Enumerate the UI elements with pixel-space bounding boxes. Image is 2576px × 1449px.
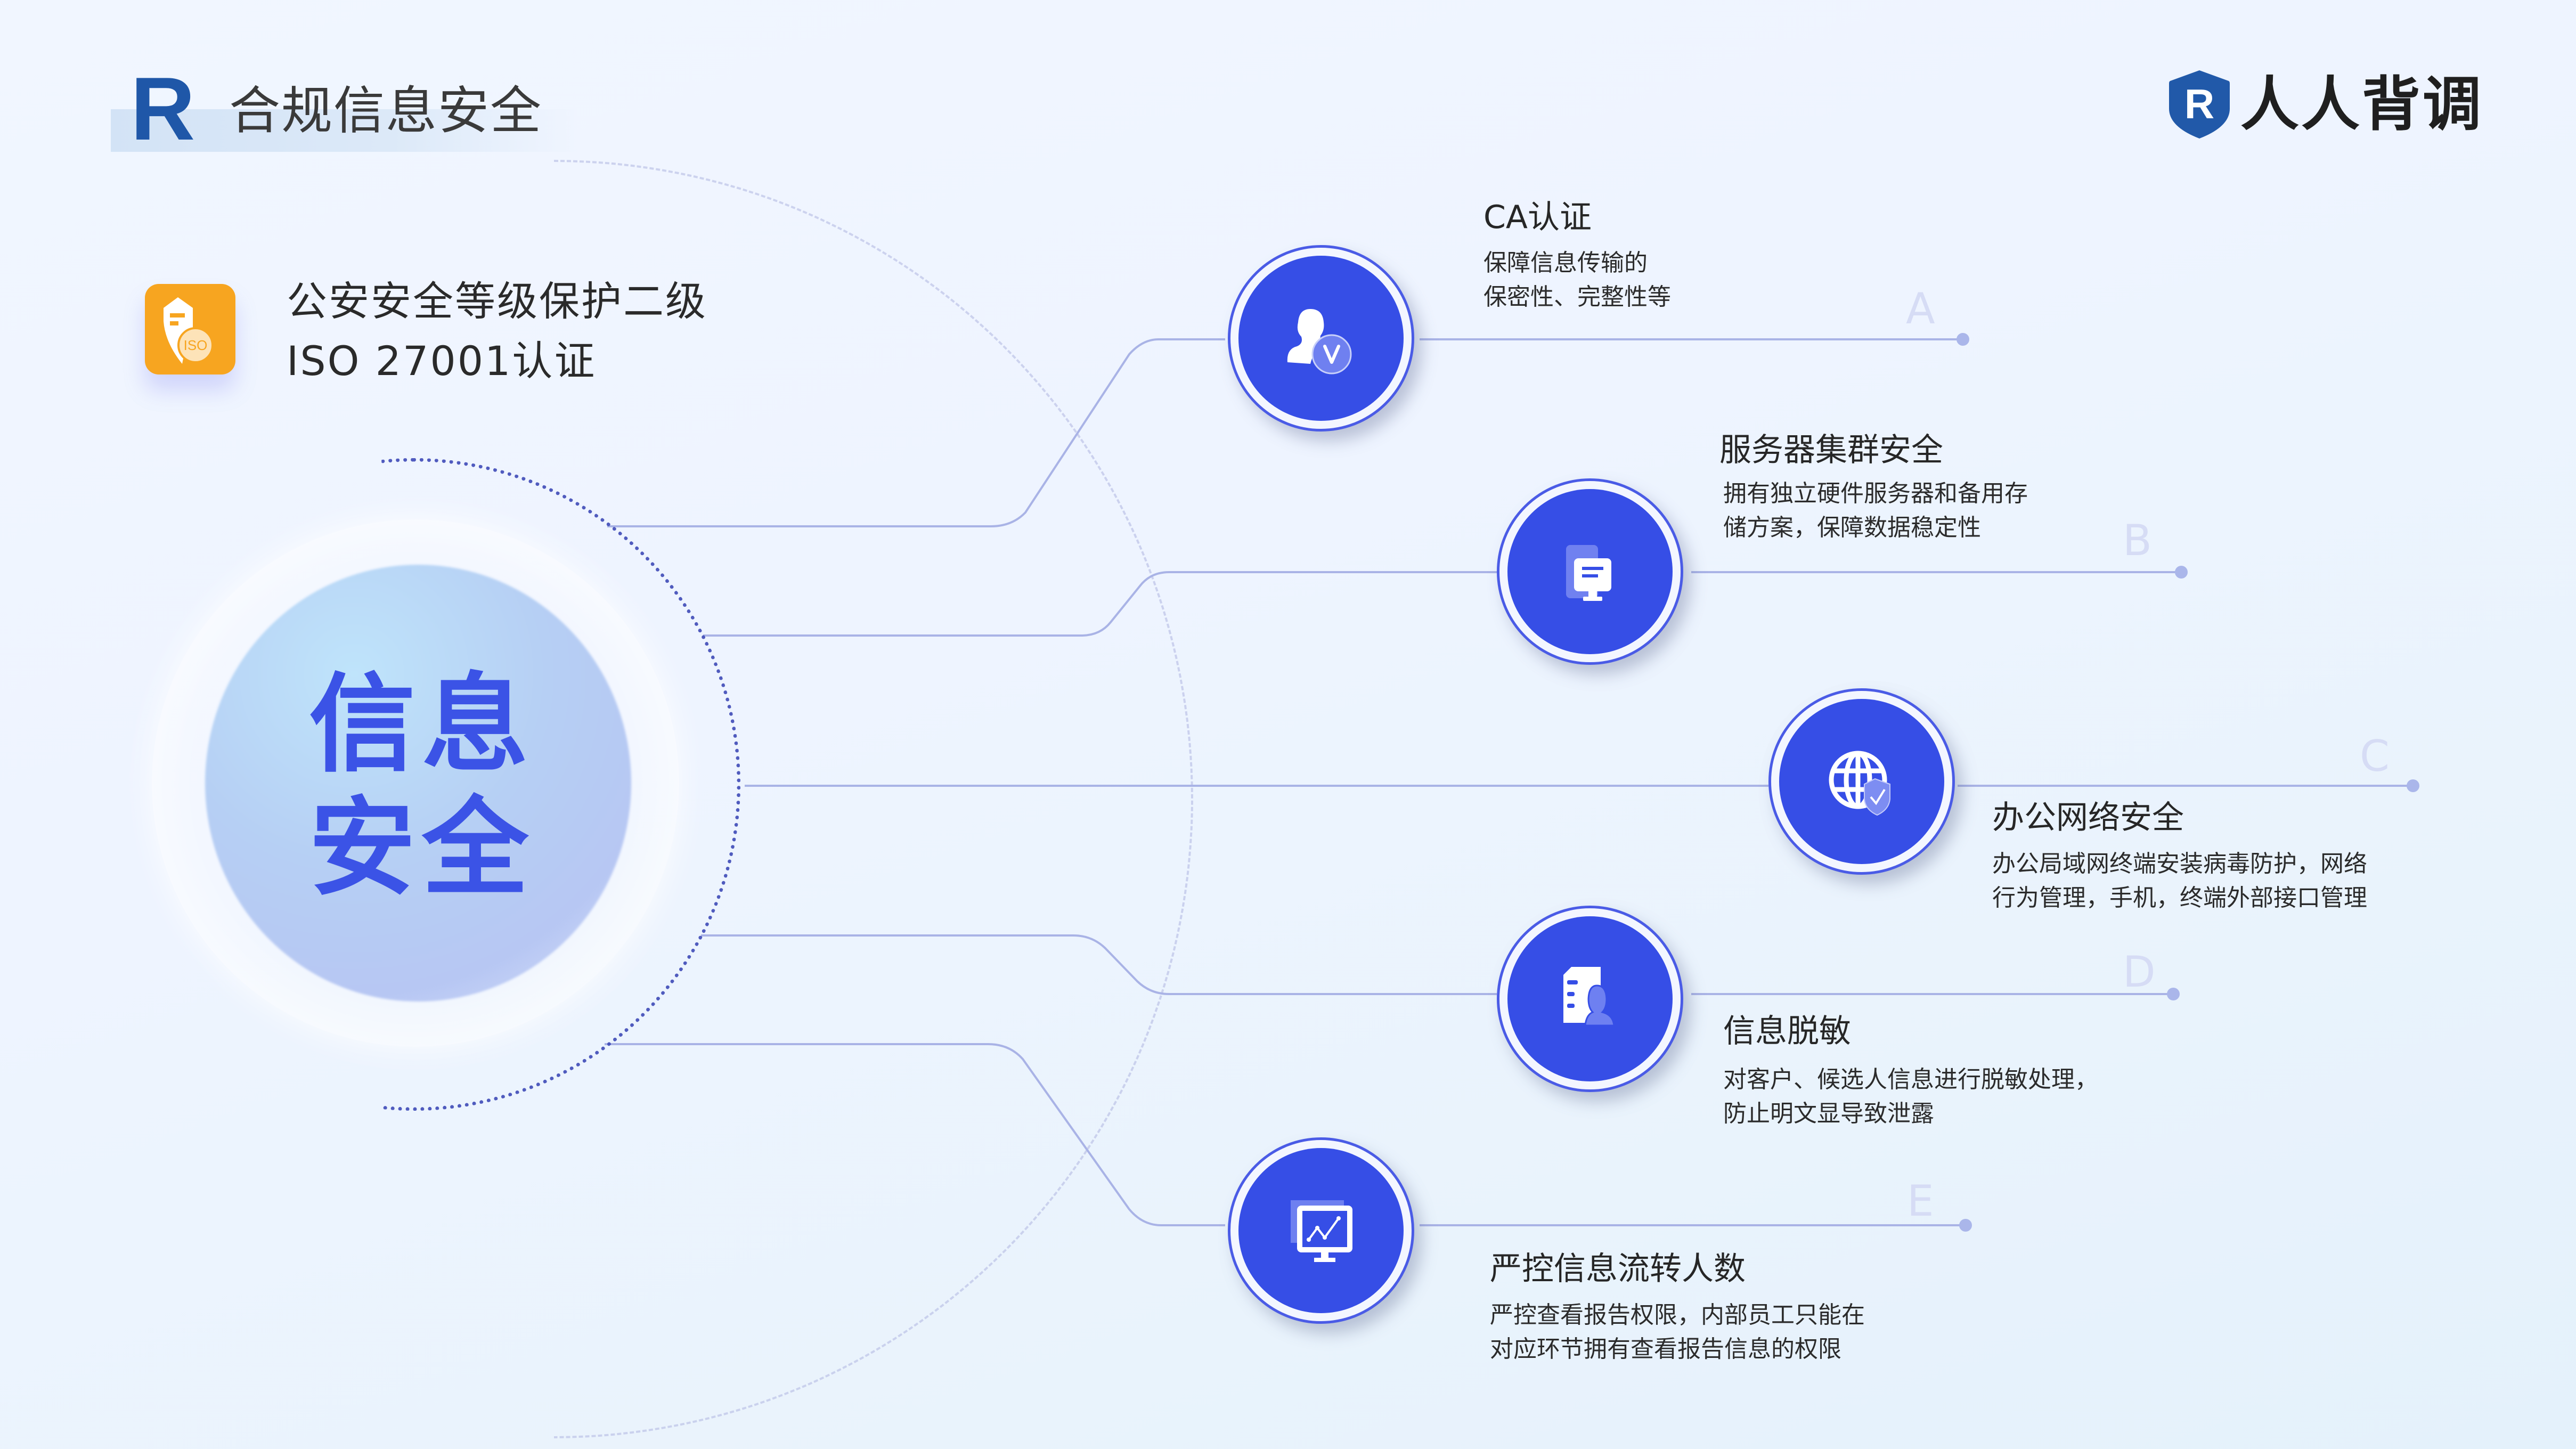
node-d-desc: 对客户、候选人信息进行脱敏处理，防止明文显导致泄露	[1723, 1066, 2098, 1127]
node-e-desc: 严控查看报告权限，内部员工只能在对应环节拥有查看报告信息的权限	[1490, 1301, 1865, 1363]
node-a-letter: A	[1906, 284, 1935, 333]
node-c-desc: 办公局域网终端安装病毒防护，网络行为管理，手机，终端外部接口管理	[1992, 850, 2367, 911]
node-a-title: CA认证	[1483, 199, 1592, 236]
brand-logo: R 人人背调	[2168, 69, 2483, 140]
node-c-circle	[1768, 688, 1955, 875]
document-user-icon	[1563, 967, 1615, 1027]
cert-iso-27001: ISO 27001认证	[287, 337, 597, 385]
node-b-letter: B	[2123, 516, 2152, 565]
node-d-end-dot	[2167, 988, 2180, 1000]
node-d-circle	[1497, 906, 1683, 1092]
title-band	[111, 109, 580, 152]
node-a-end-dot	[1957, 333, 1969, 346]
brand-name: 人人背调	[2240, 70, 2483, 139]
svg-text:R: R	[2184, 80, 2214, 127]
center-label-line1: 信息	[309, 663, 535, 787]
page-title: 合规信息安全	[229, 81, 542, 141]
node-c-title: 办公网络安全	[1992, 799, 2184, 836]
shield-r-icon: R	[2169, 70, 2230, 139]
logo-r-icon: R	[131, 59, 195, 159]
node-b-desc: 拥有独立硬件服务器和备用存储方案，保障数据稳定性	[1723, 480, 2028, 541]
node-a-circle	[1228, 245, 1414, 432]
svg-text:ISO: ISO	[184, 337, 208, 353]
node-c-letter: C	[2360, 731, 2390, 781]
center-label-line2: 安全	[309, 786, 535, 910]
node-e-letter: E	[1907, 1176, 1934, 1226]
globe-shield-icon	[1829, 751, 1890, 816]
node-a-desc: 保障信息传输的保密性、完整性等	[1483, 249, 1671, 311]
node-e-title: 严控信息流转人数	[1490, 1250, 1746, 1288]
node-b-end-dot	[2175, 566, 2188, 579]
node-e-circle	[1228, 1137, 1414, 1324]
node-b-title: 服务器集群安全	[1719, 432, 1943, 469]
node-e-end-dot	[1959, 1219, 1972, 1232]
node-b-circle	[1497, 478, 1683, 665]
user-verified-icon	[1287, 309, 1352, 375]
node-c-end-dot	[2407, 779, 2419, 792]
center-label: 信息 安全	[309, 663, 535, 910]
center-core	[205, 565, 631, 1002]
server-icon	[1566, 545, 1611, 601]
node-d-title: 信息脱敏	[1723, 1013, 1851, 1050]
iso-shield-icon: ISO	[145, 284, 235, 375]
node-d-letter: D	[2123, 947, 2156, 997]
monitor-chart-icon	[1291, 1200, 1352, 1262]
